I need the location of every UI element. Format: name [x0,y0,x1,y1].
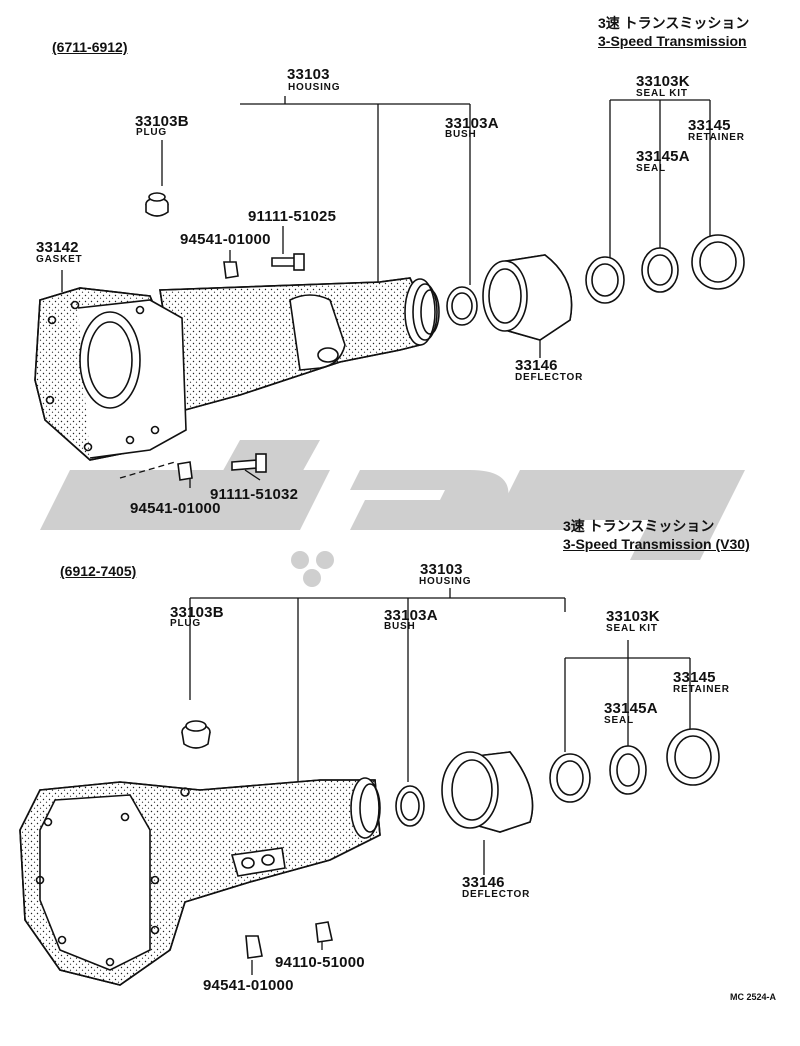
top-seal-kit [585,234,745,304]
bottom-seal-kit [549,728,720,803]
bottom-plug-name: PLUG [170,618,201,629]
top-period: (6711-6912) [52,39,128,55]
top-bush-num: 33103A [445,115,499,132]
top-deflector-name: DEFLECTOR [515,372,584,383]
top-washer-b [177,461,193,481]
top-leader-lines [61,96,711,488]
top-assembly [34,96,745,488]
top-plug [145,192,169,217]
top-gasket-num: 33142 [36,239,79,256]
top-title-en: 3-Speed Transmission [598,33,747,49]
bottom-nut-num: 94110-51000 [275,954,365,971]
top-title-jp: 3速 トランスミッション [598,15,750,31]
top-washer [223,261,239,279]
bottom-deflector [441,751,534,833]
bottom-housing-num: 33103 [420,561,463,578]
top-seal-num: 33145A [636,148,690,165]
bottom-washer-num: 94541-01000 [203,977,294,994]
watermark-logo [40,440,745,587]
top-retainer-name: RETAINER [688,132,745,143]
bottom-plug-num: 33103B [170,604,224,621]
bottom-nut [315,921,333,943]
top-deflector-num: 33146 [515,357,558,374]
top-bolt-b [231,453,267,473]
bottom-seal-num: 33145A [604,700,658,717]
top-bush [446,286,478,326]
bottom-assembly [19,588,720,986]
bottom-title-jp: 3速 トランスミッション [563,518,715,534]
top-seal-name: SEAL [636,163,666,174]
top-washer-b-num: 94541-01000 [130,500,221,517]
top-bush-name: BUSH [445,129,477,140]
top-seal-kit-name: SEAL KIT [636,88,688,99]
top-deflector [482,254,573,341]
bottom-bush [395,785,425,827]
top-gasket-name: GASKET [36,254,83,265]
top-bolt-a-num: 91111-51025 [248,208,337,225]
top-seal-kit-num: 33103K [636,73,690,90]
bottom-bush-name: BUSH [384,621,416,632]
bottom-deflector-name: DEFLECTOR [462,889,531,900]
top-housing [34,277,440,461]
top-plug-name: PLUG [136,127,167,138]
drawing-code: MC 2524-A [730,992,777,1002]
top-retainer-num: 33145 [688,117,731,134]
bottom-washer [245,935,263,959]
bottom-plug [181,720,211,749]
bottom-period: (6912-7405) [60,563,137,579]
bottom-seal-kit-num: 33103K [606,608,660,625]
top-bolt-b-num: 91111-51032 [210,486,299,503]
top-bolt [271,253,305,271]
bottom-retainer-name: RETAINER [673,684,730,695]
bottom-seal-name: SEAL [604,715,634,726]
top-plug-num: 33103B [135,113,189,130]
top-housing-num: 33103 [287,66,330,83]
bottom-seal-kit-name: SEAL KIT [606,623,658,634]
bottom-deflector-num: 33146 [462,874,505,891]
bottom-title-en: 3-Speed Transmission (V30) [563,536,750,552]
top-housing-name: HOUSING [288,82,341,93]
bottom-retainer-num: 33145 [673,669,716,686]
top-washer-a-num: 94541-01000 [180,231,271,248]
bottom-housing-name: HOUSING [419,576,472,587]
bottom-bush-num: 33103A [384,607,438,624]
bottom-housing [19,777,381,986]
